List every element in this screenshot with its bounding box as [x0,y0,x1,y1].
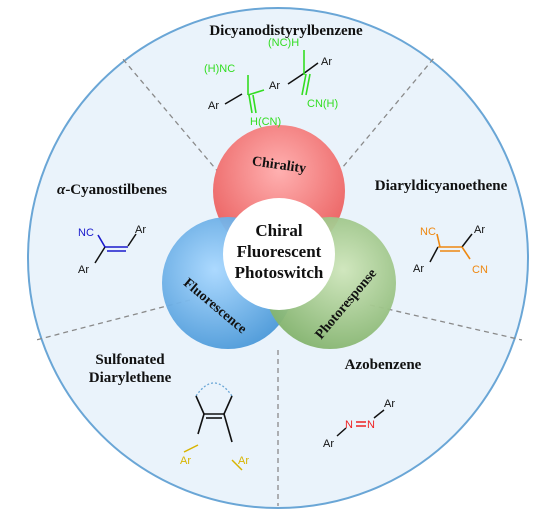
diaryldicyano-ar-top: Ar [474,224,485,236]
diaryldicyano-ar-bottom: Ar [413,263,424,275]
center-circle [223,198,335,310]
title-cyanostilbenes: α-Cyanostilbenes [57,182,167,198]
azobenzene-n1: N [345,419,353,431]
cyanostilbene-nc: NC [78,227,94,239]
azobenzene-n2: N [367,419,375,431]
molecule-diarylethene: Ar Ar [180,382,249,471]
center-line-3: Photoswitch [235,263,324,282]
dicyano-cn-h: CN(H) [307,98,338,110]
dicyano-ar-right: Ar [321,56,332,68]
title-dicyanodistyrylbenzene: Dicyanodistyrylbenzene [209,23,363,39]
dicyano-ar-left: Ar [208,100,219,112]
dicyano-h-cn: H(CN) [250,116,281,128]
venn-diagram [162,125,396,349]
molecule-cyanostilbene: NC Ar Ar [78,224,146,276]
molecule-dicyanodistyrylbenzene: (NC)H (H)NC Ar Ar Ar CN(H) H(CN) [204,37,338,128]
diaryldicyano-nc: NC [420,226,436,238]
azobenzene-ar-bottom: Ar [323,438,334,450]
dicyano-ar-center: Ar [269,80,280,92]
title-sulfonated: Sulfonated [95,352,165,368]
diarylethene-ar-right: Ar [238,455,249,467]
diarylethene-ar-left: Ar [180,455,191,467]
title-azobenzene: Azobenzene [345,357,422,373]
sector-dividers [35,57,523,506]
divider-right [369,304,523,341]
title-diaryldicyanoethene: Diaryldicyanoethene [375,178,508,194]
azobenzene-ar-top: Ar [384,398,395,410]
center-line-1: Chiral [255,221,303,240]
molecule-azobenzene: N N Ar Ar [323,398,395,450]
title-cyanostilbenes-rest: -Cyanostilbenes [65,182,167,198]
molecule-diaryldicyanoethene: NC Ar Ar CN [413,224,488,276]
dicyano-h-nc: (H)NC [204,63,235,75]
title-diarylethene: Diarylethene [89,370,172,386]
center-line-2: Fluorescent [237,242,322,261]
diaryldicyano-cn: CN [472,264,488,276]
cyanostilbene-ar-top: Ar [135,224,146,236]
cyanostilbene-ar-bottom: Ar [78,264,89,276]
dicyano-nc-h: (NC)H [268,37,299,49]
title-cyanostilbenes-alpha: α [57,182,66,198]
